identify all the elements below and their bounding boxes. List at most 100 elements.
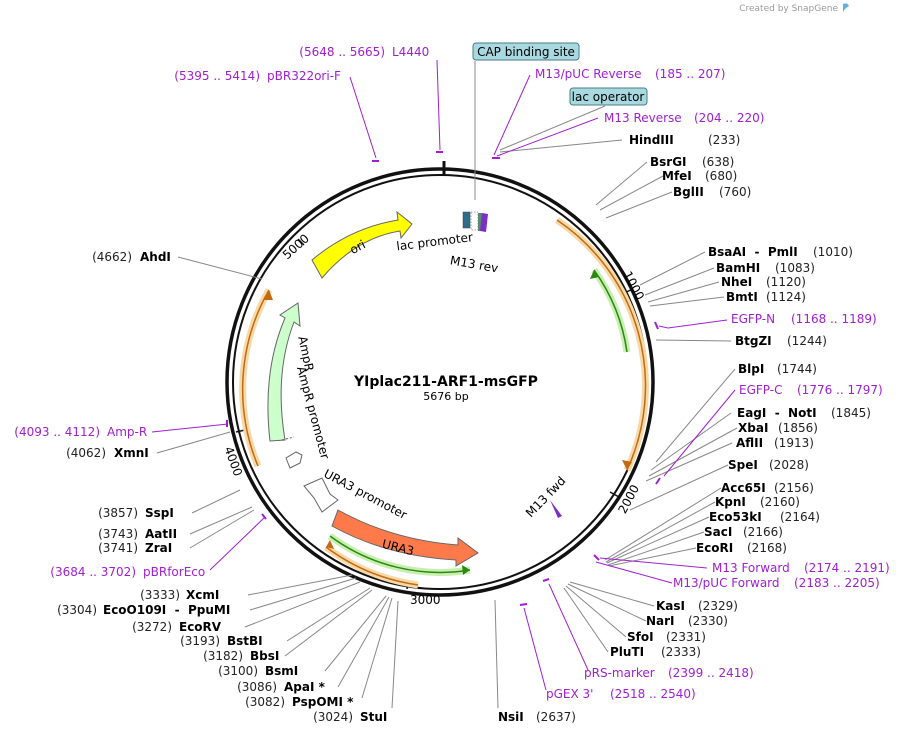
svg-text:(2164): (2164) [780, 510, 820, 524]
site-aatii: (3743) AatII [98, 527, 177, 541]
svg-text:EagI - NotI: EagI - NotI [737, 406, 817, 420]
svg-text:(2399 .. 2418): (2399 .. 2418) [668, 666, 754, 680]
site-bamhi: BamHI (1083) [716, 261, 815, 275]
svg-text:(1244): (1244) [787, 334, 827, 348]
svg-text:BlpI: BlpI [738, 362, 764, 376]
tick-label-3000: 3000 [410, 593, 441, 607]
svg-text:HindIII: HindIII [629, 133, 674, 147]
lac-operator-box [569, 87, 648, 106]
svg-text:KpnI: KpnI [715, 495, 746, 509]
svg-text:(4062): (4062) [66, 446, 106, 460]
svg-text:SacI: SacI [704, 525, 732, 539]
svg-text:(3100): (3100) [218, 664, 258, 678]
svg-text:(2156): (2156) [774, 481, 814, 495]
svg-text:(204 .. 220): (204 .. 220) [694, 111, 764, 125]
svg-text:AflII: AflII [736, 436, 763, 450]
primer-prs-marker: pRS-marker (2399 .. 2418) [584, 666, 754, 680]
svg-text:M13/pUC Reverse: M13/pUC Reverse [535, 67, 642, 81]
svg-text:EcoO109I - PpuMI: EcoO109I - PpuMI [103, 603, 230, 617]
snapgene-watermark: Created by SnapGene [739, 4, 838, 14]
primer-m13-forward: M13 Forward (2174 .. 2191) [712, 561, 890, 575]
lac-promoter-label: lac promoter [396, 230, 474, 253]
svg-text:(1856): (1856) [778, 421, 818, 435]
svg-text:(185 .. 207): (185 .. 207) [655, 67, 725, 81]
primer-amp-r: (4093 .. 4112) Amp-R [14, 425, 147, 439]
svg-text:pRS-marker: pRS-marker [584, 666, 655, 680]
ampr-promoter-label: AmpR promoter [294, 365, 332, 461]
svg-text:EGFP-N: EGFP-N [731, 312, 775, 326]
site-sfoi: SfoI (2331) [627, 630, 706, 644]
svg-text:(2174 .. 2191): (2174 .. 2191) [804, 561, 890, 575]
site-eagi-noti: EagI - NotI (1845) [737, 406, 871, 420]
svg-text:(2160): (2160) [760, 495, 800, 509]
svg-text:NsiI: NsiI [498, 710, 524, 724]
svg-text:BbsI: BbsI [250, 649, 279, 663]
ampr-feature [267, 302, 301, 442]
site-zrai: (3741) ZraI [98, 541, 172, 555]
svg-text:(3333): (3333) [140, 588, 180, 602]
svg-text:NarI: NarI [646, 614, 675, 628]
svg-text:pBR322ori-F: pBR322ori-F [267, 69, 341, 83]
primer-pbrforeco: (3684 .. 3702) pBRforEco [50, 565, 205, 579]
primer-egfp-n: EGFP-N (1168 .. 1189) [731, 312, 877, 326]
svg-text:(3086): (3086) [237, 680, 277, 694]
site-stui: (3024) StuI [313, 710, 387, 724]
svg-text:(5648 .. 5665): (5648 .. 5665) [299, 45, 385, 59]
svg-text:PluTI: PluTI [610, 645, 644, 659]
lac-region-features [462, 211, 488, 232]
primer-m13-reverse: M13 Reverse (204 .. 220) [604, 111, 764, 125]
lac-operator-label: lac operator [572, 90, 645, 104]
svg-text:(1168 .. 1189): (1168 .. 1189) [791, 312, 877, 326]
svg-text:(1010): (1010) [813, 245, 853, 259]
svg-text:KasI: KasI [656, 599, 685, 613]
svg-text:Eco53kI: Eco53kI [709, 510, 762, 524]
ura3-promoter-feature [303, 477, 339, 513]
svg-text:(2329): (2329) [698, 599, 738, 613]
m13-fwd-arrow [550, 500, 562, 518]
svg-text:(2028): (2028) [769, 458, 809, 472]
svg-text:(2168): (2168) [747, 541, 787, 555]
svg-text:(3082): (3082) [245, 695, 285, 709]
svg-text:BstBI: BstBI [227, 634, 263, 648]
site-bglii: BglII (760) [673, 185, 751, 199]
snapgene-logo-icon [843, 3, 849, 13]
svg-text:EGFP-C: EGFP-C [739, 383, 782, 397]
primer-egfp-c: EGFP-C (1776 .. 1797) [739, 383, 883, 397]
plasmid-length: 5676 bp [423, 390, 468, 403]
svg-text:(233): (233) [708, 133, 740, 147]
svg-text:(4093 .. 4112): (4093 .. 4112) [14, 425, 100, 439]
primer-m13-puc-reverse: M13/pUC Reverse (185 .. 207) [535, 67, 725, 81]
svg-text:(2518 .. 2540): (2518 .. 2540) [610, 687, 696, 701]
ori-label: ori [347, 237, 367, 257]
svg-text:(3684 .. 3702): (3684 .. 3702) [50, 565, 136, 579]
site-sspi: (3857) SspI [98, 506, 174, 520]
site-mfei: MfeI (680) [662, 169, 737, 183]
svg-text:(638): (638) [702, 155, 734, 169]
svg-text:PspOMI *: PspOMI * [292, 695, 354, 709]
svg-text:BtgZI: BtgZI [735, 334, 772, 348]
svg-text:(3024): (3024) [313, 710, 353, 724]
ori-feature [311, 210, 413, 279]
site-xbai: XbaI (1856) [738, 421, 818, 435]
primer-ticks [226, 151, 661, 606]
svg-text:ZraI: ZraI [145, 541, 172, 555]
ura3-promoter-label: URA3 promoter [322, 467, 410, 523]
site-pspomi: (3082) PspOMI * [245, 695, 354, 709]
orf-arrowheads [264, 270, 632, 575]
svg-text:(1845): (1845) [831, 406, 871, 420]
site-ahdi: (4662) AhdI [92, 250, 171, 264]
site-btgzi: BtgZI (1244) [735, 334, 827, 348]
site-xmni: (4062) XmnI [66, 446, 149, 460]
primer-l4440: (5648 .. 5665) L4440 [299, 45, 429, 59]
svg-text:NheI: NheI [721, 275, 752, 289]
site-bmti: BmtI (1124) [726, 290, 806, 304]
svg-text:(2331): (2331) [666, 630, 706, 644]
site-nari: NarI (2330) [646, 614, 728, 628]
svg-text:(2330): (2330) [688, 614, 728, 628]
svg-text:SpeI: SpeI [728, 458, 758, 472]
svg-text:(1120): (1120) [766, 275, 806, 289]
site-bstbi: (3193) BstBI [180, 634, 263, 648]
primer-pbr322ori-f: (5395 .. 5414) pBR322ori-F [174, 69, 341, 83]
m13-fwd-label: M13 fwd [523, 474, 568, 520]
